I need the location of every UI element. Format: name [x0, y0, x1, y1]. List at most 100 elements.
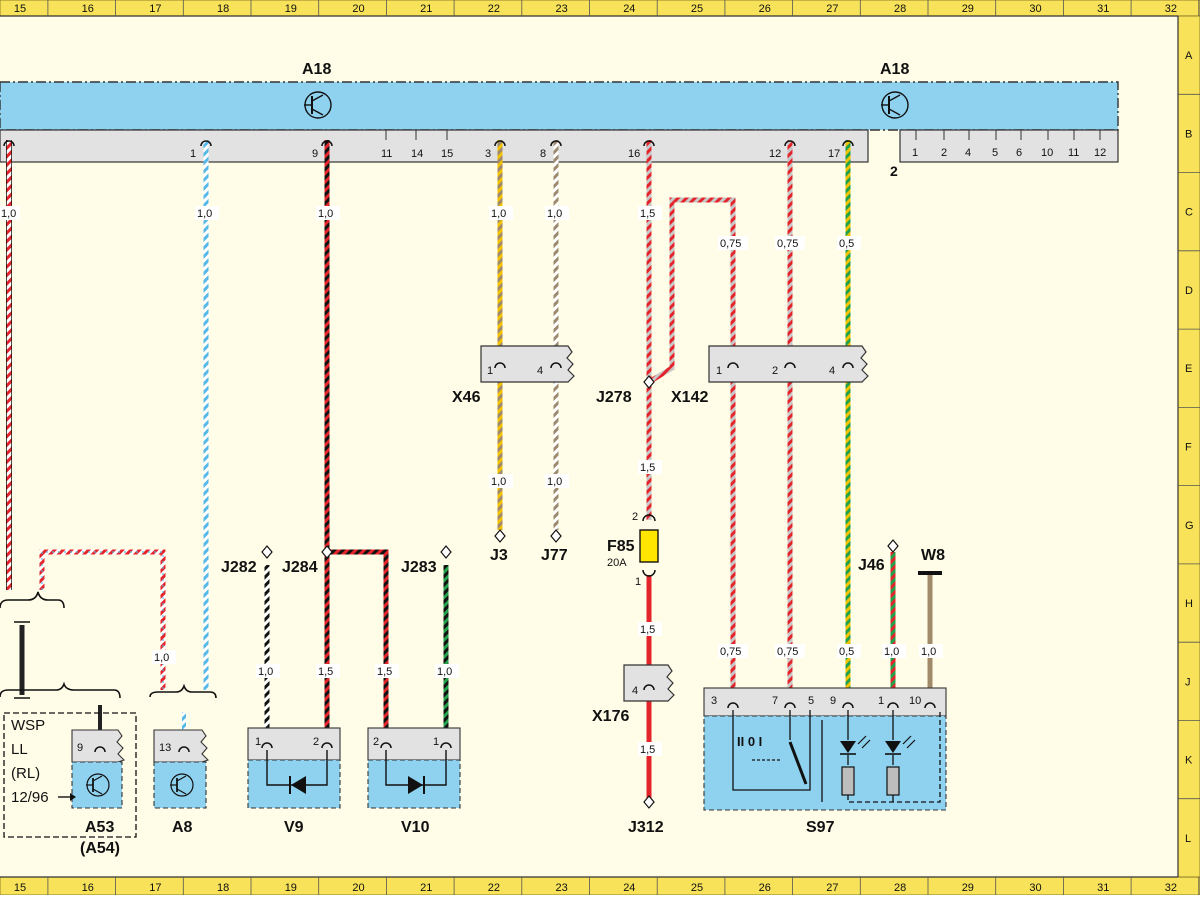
gauge-label: 1,0 — [921, 646, 936, 658]
gauge-label: 1,0 — [197, 208, 212, 220]
v10-pin-1: 1 — [433, 736, 439, 748]
grid-row-label: K — [1185, 755, 1193, 767]
gauge-label: 1,0 — [318, 208, 333, 220]
gauge-label: 1,0 — [1, 208, 16, 220]
grid-column-label: 30 — [1029, 3, 1041, 15]
grid-column-label: 27 — [826, 3, 838, 15]
resistor-icon — [841, 766, 855, 796]
x46-pin-1: 1 — [487, 365, 493, 377]
pin-8: 8 — [540, 148, 546, 160]
gauge-label: 1,0 — [547, 208, 562, 220]
grid-column-label: 28 — [894, 882, 906, 894]
gauge-label: 1,0 — [491, 208, 506, 220]
grid-column-label: 21 — [420, 882, 432, 894]
s97-pin-7: 7 — [772, 695, 778, 707]
grid-column-label: 17 — [149, 882, 161, 894]
s97-label: S97 — [806, 819, 835, 836]
grid-row-label: E — [1185, 363, 1192, 375]
j77-label: J77 — [541, 547, 568, 564]
note-line-1: WSP — [11, 717, 45, 734]
gauge-label: 1,5 — [640, 744, 655, 756]
j283-label: J283 — [401, 559, 437, 576]
a8-label: A8 — [172, 819, 193, 836]
grid-column-label: 22 — [488, 882, 500, 894]
gauge-label: 1,0 — [547, 476, 562, 488]
a18-left-label: A18 — [302, 61, 331, 78]
gauge-label: 1,0 — [154, 652, 169, 664]
gauge-label: 1,0 — [491, 476, 506, 488]
grid-column-label: 32 — [1165, 3, 1177, 15]
grid-row-label: A — [1185, 50, 1193, 62]
x46-pin-4: 4 — [537, 365, 543, 377]
grid-column-label: 21 — [420, 3, 432, 15]
conn2-pin: 1 — [912, 147, 918, 159]
grid-column-label: 29 — [962, 882, 974, 894]
s97-pin-3: 3 — [711, 695, 717, 707]
fuse-rating: 20A — [607, 557, 627, 569]
gauge-label: 1,5 — [640, 208, 655, 220]
note-line-4: 12/96 — [11, 789, 49, 806]
diode-icon — [408, 776, 425, 794]
pin-14: 14 — [411, 148, 423, 160]
led-icon — [885, 735, 916, 755]
wire-gauges: 1,0 1,0 1,0 1,0 1,0 1,5 0,75 0,75 0,5 1,… — [0, 206, 943, 756]
terminal-hooks — [3, 140, 854, 147]
v9-pin-2: 2 — [313, 736, 319, 748]
pin-17: 17 — [828, 148, 840, 160]
pin-3: 3 — [485, 148, 491, 160]
grid-row-label: F — [1185, 442, 1192, 454]
s97-pin-10: 10 — [909, 695, 921, 707]
note-line-2: LL — [11, 741, 28, 758]
junction-labels: J278 J3 J77 J282 J284 J283 J46 W8 J312 — [221, 389, 945, 836]
transistor-icon — [170, 773, 194, 797]
x142-pin-2: 2 — [772, 365, 778, 377]
gauge-label: 1,5 — [377, 666, 392, 678]
j282-label: J282 — [221, 559, 257, 576]
x142-label: X142 — [671, 389, 708, 406]
v9-label: V9 — [284, 819, 304, 836]
x46-label: X46 — [452, 389, 481, 406]
harness-braces — [0, 591, 217, 699]
a54-label: (A54) — [80, 840, 120, 857]
grid-row-label: L — [1185, 833, 1191, 845]
component-a53: 9 WSP LL (RL) 12/96 A53 (A54) — [3, 712, 137, 857]
grid-column-label: 17 — [149, 3, 161, 15]
gauge-label: 1,0 — [884, 646, 899, 658]
v9-pin-1: 1 — [255, 736, 261, 748]
grid-row-label: G — [1185, 520, 1194, 532]
grid-column-label: 27 — [826, 882, 838, 894]
connector-2-label: 2 — [890, 163, 898, 179]
conn2-pin: 10 — [1041, 147, 1053, 159]
transistor-icon — [86, 773, 110, 797]
transistor-icon — [304, 91, 332, 119]
x142-pin-4: 4 — [829, 365, 835, 377]
pin-11: 11 — [381, 148, 392, 160]
connector-x176: 4 X176 — [592, 664, 675, 725]
pin-1: 1 — [190, 148, 196, 160]
component-s97: 3 7 5 9 1 10 II 0 I — [703, 687, 947, 836]
grid-column-label: 20 — [352, 882, 364, 894]
note-line-3: (RL) — [11, 765, 40, 782]
j284-label: J284 — [282, 559, 318, 576]
j46-label: J46 — [858, 557, 885, 574]
grid-column-label: 23 — [556, 3, 568, 15]
gauge-label: 1,5 — [640, 462, 655, 474]
component-v9: 1 2 V9 — [247, 727, 341, 836]
connector-x142: 1 2 4 X142 — [671, 345, 869, 406]
grid-column-label: 18 — [217, 3, 229, 15]
pin-15: 15 — [441, 148, 453, 160]
grid-column-label: 29 — [962, 3, 974, 15]
grid-row-label: D — [1185, 285, 1193, 297]
grid-column-label: 24 — [623, 882, 635, 894]
grid-column-label: 20 — [352, 3, 364, 15]
a8-pin-13: 13 — [159, 742, 171, 754]
fuse-f85: F85 20A 2 1 — [607, 511, 659, 588]
gauge-label: 0,75 — [777, 646, 798, 658]
gauge-label: 1,0 — [258, 666, 273, 678]
resistor-icon — [886, 766, 900, 796]
grid-column-label: 19 — [285, 3, 297, 15]
